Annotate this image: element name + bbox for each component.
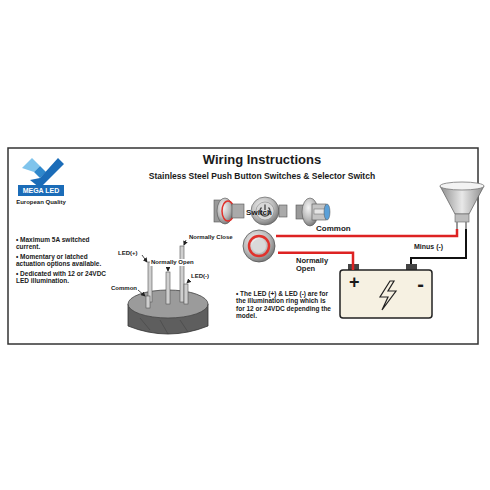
brand-name-wrap: MEGA LED [18,185,64,196]
title: Wiring Instructions [100,153,424,168]
battery-node: +- [340,270,432,318]
minus-wire [411,229,466,266]
pin-name: LED(+) [117,250,139,257]
feature-note: • Momentary or latched actuation options… [16,253,112,268]
common-wire [276,229,457,236]
feature-note: • Dedicated with 12 or 24VDC LED illumin… [16,270,112,285]
switch-node: Switch [240,209,278,265]
lamp [440,182,484,230]
pin-name-wrap: LED(-) [190,273,210,280]
subtitle-wrap: Stainless Steel Push Button Switches & S… [100,172,424,182]
wire-label-wrap: Normally Open [296,257,334,274]
wire-label: Minus (-) [414,243,443,251]
logo [18,158,64,196]
switch-photo [214,198,244,224]
pin-name: LED(-) [190,273,210,280]
frame [8,148,478,344]
pin-name-wrap: LED(+) [117,250,139,257]
feature-note-wrap: • Maximum 5A switched current. [16,236,112,251]
switch-rear-view [128,246,208,334]
leader-line [138,240,190,296]
title-wrap: Wiring Instructions [100,153,424,168]
wiring-note-wrap: • The LED (+) & LED (-) are for the illu… [236,290,336,320]
wiring-note: • The LED (+) & LED (-) are for the illu… [236,290,336,320]
battery [340,264,432,318]
brand-name: MEGA LED [18,185,64,196]
terminal-sign: + [349,273,360,293]
pin-name-wrap: Normally Close [188,234,234,241]
subtitle: Stainless Steel Push Button Switches & S… [100,172,424,182]
feature-note-wrap: • Dedicated with 12 or 24VDC LED illumin… [16,270,112,285]
wire-label: Normally Open [296,257,334,274]
brand-tagline-wrap: European Quality [10,199,72,206]
brand-tagline: European Quality [10,199,72,206]
wire-label-wrap: Common [316,224,351,233]
wire-label: Common [316,224,351,233]
feature-note: • Maximum 5A switched current. [16,236,112,251]
part-name: Switch [246,209,272,218]
pin-name-wrap: Common [110,285,138,292]
wire-label-wrap: Minus (-) [414,243,443,251]
terminal-sign: - [417,273,424,295]
pin-name: Common [110,285,138,292]
wiring-switch-photo [243,230,275,262]
selector-switch-photo [296,198,330,226]
pin-name: Normally Open [150,259,195,266]
feature-note-wrap: • Momentary or latched actuation options… [16,253,112,268]
pin-name-wrap: Normally Open [150,259,195,266]
pin-name: Normally Close [188,234,234,241]
